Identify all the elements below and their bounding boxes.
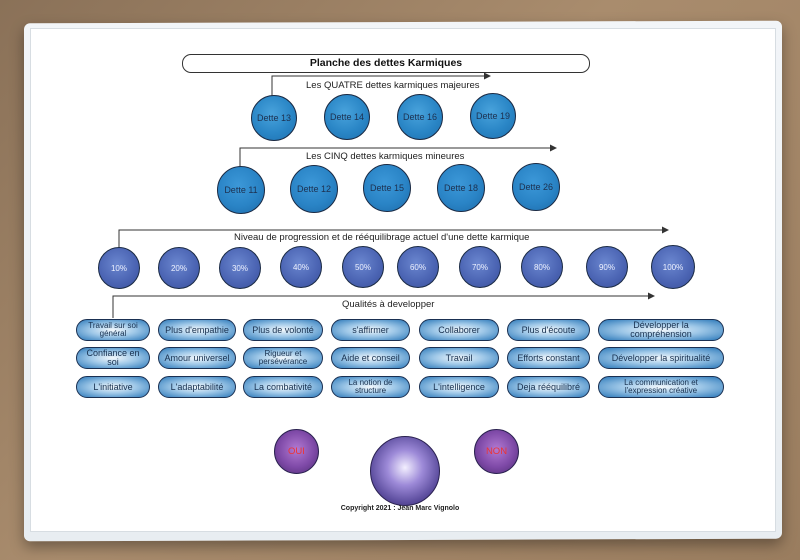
arrow-progression [118,226,669,250]
quality-pill[interactable]: Amour universel [158,347,236,369]
quality-pill[interactable]: Plus d'écoute [507,319,590,341]
quality-pill[interactable]: L'initiative [76,376,150,398]
quality-pill[interactable]: L'intelligence [419,376,499,398]
progress-10-circle[interactable]: 10% [98,247,140,289]
quality-pill[interactable]: Développer la spiritualité [598,347,724,369]
dette-16-circle[interactable]: Dette 16 [397,94,443,140]
label-qualites: Qualités à developper [342,299,435,310]
page-title: Planche des dettes Karmiques [182,54,590,73]
quality-pill[interactable]: Efforts constant [507,347,590,369]
quality-pill[interactable]: L'adaptabilité [158,376,236,398]
quality-pill[interactable]: Rigueur et persévérance [243,347,323,369]
quality-pill[interactable]: La notion de structure [331,376,410,398]
quality-pill[interactable]: La communication et l'expression créativ… [598,376,724,398]
progress-100-circle[interactable]: 100% [651,245,695,289]
dette-12-circle[interactable]: Dette 12 [290,165,338,213]
arrow-majeures [271,72,491,96]
quality-pill[interactable]: La combativité [243,376,323,398]
quality-pill[interactable]: Aide et conseil [331,347,410,369]
progress-90-circle[interactable]: 90% [586,246,628,288]
copyright: Copyright 2021 : Jean Marc Vignolo [340,505,460,512]
dette-26-circle[interactable]: Dette 26 [512,163,560,211]
progress-80-circle[interactable]: 80% [521,246,563,288]
quality-pill[interactable]: Plus de volonté [243,319,323,341]
dette-14-circle[interactable]: Dette 14 [324,94,370,140]
label-mineures: Les CINQ dettes karmiques mineures [306,151,465,162]
progress-50-circle[interactable]: 50% [342,246,384,288]
quality-pill[interactable]: Travail [419,347,499,369]
dette-18-circle[interactable]: Dette 18 [437,164,485,212]
quality-pill[interactable]: Développer la compréhension [598,319,724,341]
quality-pill[interactable]: Deja rééquilibré [507,376,590,398]
non-button[interactable]: NON [474,429,519,474]
quality-pill[interactable]: s'affirmer [331,319,410,341]
dette-13-circle[interactable]: Dette 13 [251,95,297,141]
arrow-qualites [112,292,655,318]
label-progression: Niveau de progression et de rééquilibrag… [234,232,530,243]
quality-pill[interactable]: Travail sur soi général [76,319,150,341]
dette-19-circle[interactable]: Dette 19 [470,93,516,139]
pendulum-ball [370,436,440,506]
progress-30-circle[interactable]: 30% [219,247,261,289]
progress-20-circle[interactable]: 20% [158,247,200,289]
dette-11-circle[interactable]: Dette 11 [217,166,265,214]
progress-70-circle[interactable]: 70% [459,246,501,288]
label-majeures: Les QUATRE dettes karmiques majeures [306,80,480,91]
progress-40-circle[interactable]: 40% [280,246,322,288]
quality-pill[interactable]: Plus d'empathie [158,319,236,341]
arrow-mineures [239,144,557,168]
oui-button[interactable]: OUI [274,429,319,474]
quality-pill[interactable]: Confiance en soi [76,347,150,369]
progress-60-circle[interactable]: 60% [397,246,439,288]
quality-pill[interactable]: Collaborer [419,319,499,341]
dette-15-circle[interactable]: Dette 15 [363,164,411,212]
